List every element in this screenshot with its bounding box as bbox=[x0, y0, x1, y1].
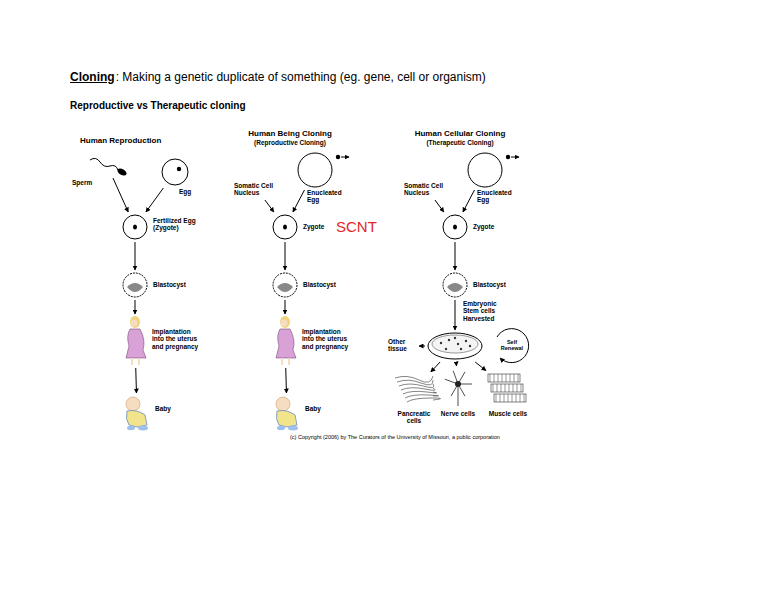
baby-figure-shape bbox=[273, 395, 301, 431]
node-label: Somatic Cell Nucleus bbox=[234, 182, 280, 197]
node-label: Muscle cells bbox=[486, 410, 530, 417]
tissue-label-box: Other tissue bbox=[388, 338, 417, 354]
node-label: Baby bbox=[155, 405, 185, 412]
blastocyst-circle-shape bbox=[442, 272, 468, 298]
arrow-connector bbox=[135, 300, 136, 314]
muscle-cells-figure: Muscle cells bbox=[488, 372, 528, 404]
zygote-circle: Zygote bbox=[442, 214, 468, 240]
text-label: Reproductive vs Therapeutic cloning bbox=[70, 100, 246, 111]
nerve-cells-figure: Nerve cells bbox=[442, 368, 474, 406]
zygote-circle: Fertilized Egg (Zygote) bbox=[122, 214, 148, 240]
node-label: Implantation into the uterus and pregnan… bbox=[302, 328, 354, 350]
text-label: Human Reproduction bbox=[80, 136, 161, 145]
blastocyst-circle-shape bbox=[122, 272, 148, 298]
node-label: Enucleated Egg bbox=[307, 189, 347, 204]
node-label: Fertilized Egg (Zygote) bbox=[153, 217, 213, 232]
text-label: (Therapeutic Cloning) bbox=[426, 139, 493, 146]
egg-circle-shape bbox=[161, 158, 189, 186]
method-label: SCNT bbox=[336, 218, 377, 235]
arrow-connector bbox=[475, 362, 486, 371]
arrow-connector bbox=[113, 178, 128, 212]
arrow-connector bbox=[431, 362, 440, 372]
pregnancy-figure-shape bbox=[121, 316, 149, 366]
baby-figure-shape bbox=[123, 395, 151, 431]
arrow-connector bbox=[146, 188, 163, 212]
arrow-connector bbox=[135, 368, 137, 393]
arrow-connector bbox=[456, 362, 457, 366]
node-label: Other tissue bbox=[388, 338, 416, 353]
sperm-figure: Sperm bbox=[88, 158, 128, 176]
enucleated-egg-circle-shape bbox=[297, 152, 333, 188]
node-label: Implantation into the uterus and pregnan… bbox=[152, 328, 204, 350]
pancreatic-cells-figure: Pancreatic cells bbox=[393, 374, 435, 406]
pregnancy-figure: Implantation into the uterus and pregnan… bbox=[121, 316, 149, 366]
blastocyst-circle: Blastocyst bbox=[272, 272, 298, 298]
muscle-cells-figure-shape bbox=[488, 372, 528, 404]
enucleated-egg-circle-shape bbox=[467, 152, 503, 188]
arrow-connector bbox=[455, 300, 456, 330]
zygote-circle-shape bbox=[272, 214, 298, 240]
baby-figure: Baby bbox=[123, 395, 151, 431]
pregnancy-figure-shape bbox=[271, 316, 299, 366]
edge-label: Embryonic Stem cells Harvested bbox=[463, 300, 501, 322]
sperm-figure-shape bbox=[88, 158, 128, 176]
zygote-circle-shape bbox=[122, 214, 148, 240]
petri-dish-shape bbox=[427, 332, 483, 360]
nucleus-label-box: Somatic Cell Nucleus bbox=[404, 182, 451, 198]
arrow-connector bbox=[285, 300, 286, 314]
node-label: Self Renewal bbox=[498, 339, 526, 352]
text-label: Human Cellular Cloning bbox=[415, 129, 506, 138]
enucleated-egg-circle: Enucleated Egg bbox=[297, 152, 333, 188]
page-title: Cloning bbox=[70, 70, 115, 84]
node-label: Enucleated Egg bbox=[477, 189, 517, 204]
egg-circle: Egg bbox=[161, 158, 189, 186]
zygote-circle: Zygote bbox=[272, 214, 298, 240]
node-label: Blastocyst bbox=[473, 281, 523, 288]
text-label: : Making a genetic duplicate of somethin… bbox=[116, 70, 486, 84]
copyright-note: (c) Copyright (2006) by The Curators of … bbox=[290, 434, 500, 440]
zygote-circle-shape bbox=[442, 214, 468, 240]
baby-figure: Baby bbox=[273, 395, 301, 431]
blastocyst-circle-shape bbox=[272, 272, 298, 298]
node-label: Sperm bbox=[72, 179, 112, 186]
node-label: Somatic Cell Nucleus bbox=[404, 182, 450, 197]
node-label: Blastocyst bbox=[303, 281, 353, 288]
arrow-connector bbox=[455, 242, 456, 270]
node-label: Baby bbox=[305, 405, 335, 412]
arrow-connector bbox=[135, 242, 136, 270]
blastocyst-circle: Blastocyst bbox=[122, 272, 148, 298]
arrow-connector bbox=[285, 242, 286, 270]
arrow-connector bbox=[463, 190, 475, 212]
node-label: Zygote bbox=[473, 223, 513, 230]
node-label: Pancreatic cells bbox=[390, 410, 438, 425]
node-label: Nerve cells bbox=[438, 410, 478, 417]
petri-dish: Self Renewal bbox=[427, 332, 483, 360]
node-label: Egg bbox=[179, 188, 209, 195]
arrow-connector bbox=[285, 368, 287, 393]
pancreatic-cells-figure-shape bbox=[393, 374, 435, 406]
pregnancy-figure: Implantation into the uterus and pregnan… bbox=[271, 316, 299, 366]
arrow-connector bbox=[265, 200, 274, 212]
nerve-cells-figure-shape bbox=[442, 368, 474, 406]
text-label: (Reproductive Cloning) bbox=[254, 139, 326, 146]
text-label: Human Being Cloning bbox=[248, 129, 332, 138]
blastocyst-circle: Blastocyst bbox=[442, 272, 468, 298]
arrow-connector bbox=[293, 190, 305, 212]
enucleated-egg-circle: Enucleated Egg bbox=[467, 152, 503, 188]
nucleus-label-box: Somatic Cell Nucleus bbox=[234, 182, 281, 198]
node-label: Blastocyst bbox=[153, 281, 203, 288]
arrow-connector bbox=[419, 346, 425, 347]
arrow-connector bbox=[435, 200, 444, 212]
self-renewal-loop bbox=[497, 329, 529, 363]
